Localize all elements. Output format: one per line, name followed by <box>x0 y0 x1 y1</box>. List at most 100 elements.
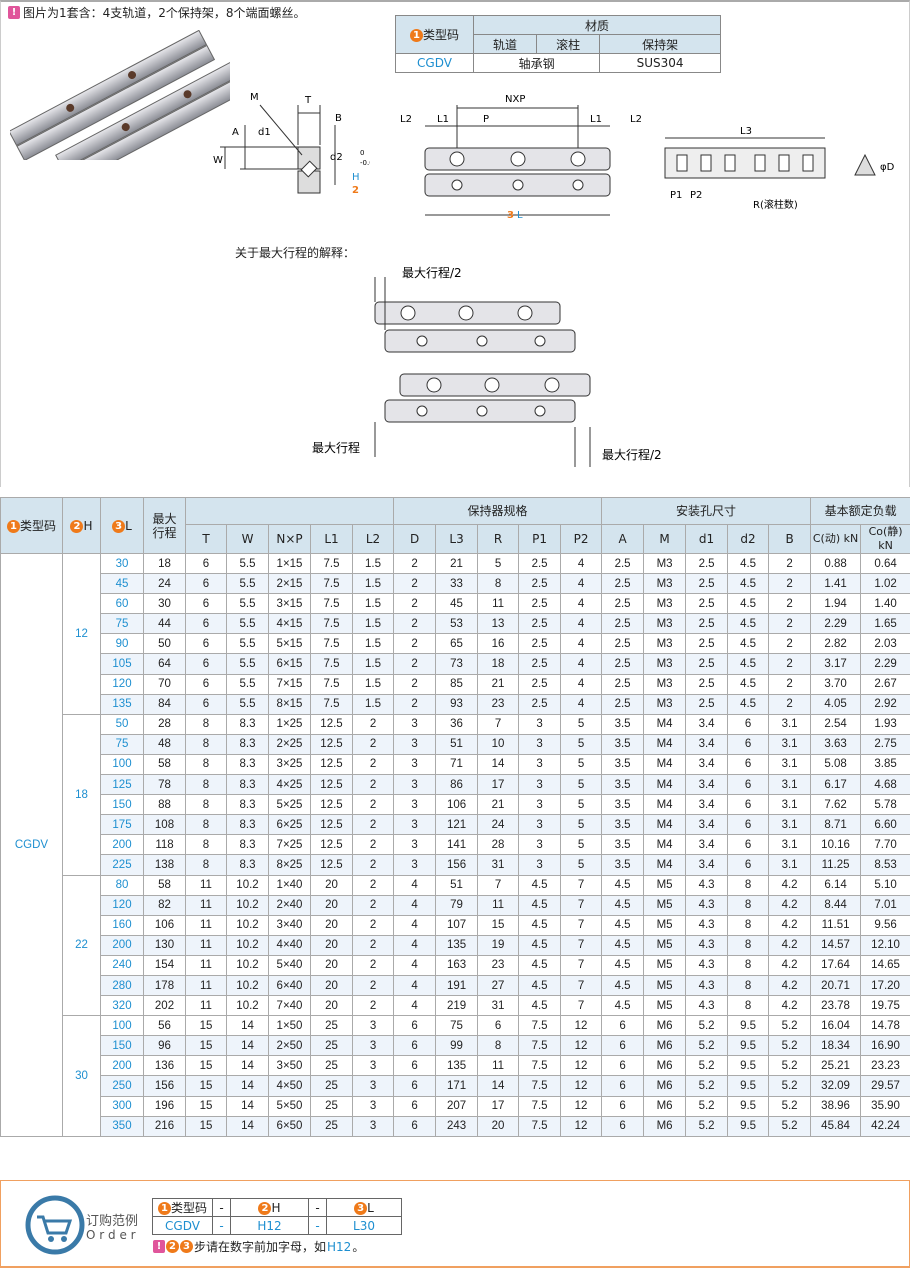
value-cell: 3 <box>518 854 562 876</box>
svg-text:L3: L3 <box>740 126 752 137</box>
value-cell: 8 <box>727 934 770 956</box>
value-cell: 5.2 <box>685 1115 729 1137</box>
value-cell: 2 <box>768 653 812 675</box>
value-cell: M3 <box>643 552 687 575</box>
value-cell: 4.5 <box>518 894 562 916</box>
value-cell: 3.4 <box>685 814 729 836</box>
value-cell: 4.2 <box>768 974 812 997</box>
value-cell: 7.5 <box>310 573 353 595</box>
value-cell: 5.5 <box>226 673 269 695</box>
value-cell: 3.85 <box>860 753 910 776</box>
value-cell: 2 <box>768 673 812 695</box>
value-cell: 3.4 <box>685 774 729 796</box>
value-cell: 2 <box>351 834 395 856</box>
value-cell: 5.2 <box>768 1035 812 1057</box>
value-cell: 3.1 <box>768 854 812 876</box>
value-cell: 5.2 <box>768 1095 812 1117</box>
value-cell: 16.04 <box>810 1015 862 1037</box>
value-cell: 6 <box>185 613 227 635</box>
column-header: P2 <box>560 524 603 554</box>
value-cell: 79 <box>435 894 479 916</box>
value-cell: 8.3 <box>226 774 269 796</box>
value-cell: 65 <box>435 633 479 655</box>
value-cell: 2 <box>768 613 812 635</box>
value-cell: 3.4 <box>685 733 729 755</box>
value-cell: 24 <box>477 814 520 836</box>
value-cell: 12.5 <box>310 854 353 876</box>
value-cell: 1×50 <box>268 1015 311 1037</box>
value-cell: M3 <box>643 653 687 675</box>
value-cell: 6 <box>727 713 770 735</box>
value-cell: 2.5 <box>601 633 645 655</box>
value-cell: 2.75 <box>860 733 910 755</box>
value-cell: 45 <box>435 593 479 615</box>
value-cell: 8.3 <box>226 794 269 816</box>
value-cell: 70 <box>143 673 186 695</box>
value-cell: 15 <box>477 914 520 936</box>
value-cell: 1.5 <box>351 673 395 695</box>
h-cell: 30 <box>62 1015 101 1137</box>
value-cell: 8.53 <box>860 854 910 876</box>
value-cell: M5 <box>643 914 687 936</box>
column-header: A <box>601 524 645 554</box>
value-cell: 4.2 <box>768 934 812 956</box>
value-cell: 1.93 <box>860 713 910 735</box>
value-cell: 1×40 <box>268 874 311 896</box>
value-cell: 5.2 <box>685 1055 729 1077</box>
value-cell: 3.1 <box>768 814 812 836</box>
exclamation-icon: ! <box>8 6 20 19</box>
shopping-cart-icon <box>25 1195 85 1255</box>
value-cell: 4 <box>393 874 437 896</box>
value-cell: 2 <box>393 593 437 615</box>
rail-top-view-diagram: NXP L2 L1 P L1 L2 3 L <box>400 94 642 221</box>
value-cell: 82 <box>143 894 186 916</box>
value-cell: 2 <box>351 974 395 997</box>
value-cell: 2.5 <box>685 552 729 575</box>
value-cell: 1.5 <box>351 593 395 615</box>
value-cell: 7.70 <box>860 834 910 856</box>
value-cell: 3 <box>518 713 562 735</box>
value-cell: 9.5 <box>727 1035 770 1057</box>
value-cell: 6 <box>393 1055 437 1077</box>
value-cell: 6 <box>393 1075 437 1097</box>
type-code-cell: CGDV <box>0 553 63 1137</box>
value-cell: 2.5 <box>518 673 562 695</box>
value-cell: 8 <box>727 954 770 976</box>
value-cell: M6 <box>643 1095 687 1117</box>
l-cell: 105 <box>100 653 144 675</box>
value-cell: 32.09 <box>810 1075 862 1097</box>
value-cell: 11 <box>185 974 227 997</box>
l-cell: 240 <box>100 954 144 976</box>
l-cell: 100 <box>100 753 144 776</box>
value-cell: 6 <box>393 1115 437 1137</box>
value-cell: 21 <box>435 552 479 575</box>
value-cell: 8 <box>185 733 227 755</box>
value-cell: 6 <box>185 673 227 695</box>
l-cell: 200 <box>100 834 144 856</box>
value-cell: M4 <box>643 834 687 856</box>
value-cell: 3.1 <box>768 753 812 776</box>
value-cell: 2.5 <box>601 673 645 695</box>
value-cell: M5 <box>643 874 687 896</box>
value-cell: 2.5 <box>601 653 645 675</box>
value-cell: 4.5 <box>601 934 645 956</box>
value-cell: 14 <box>477 1075 520 1097</box>
value-cell: 12.5 <box>310 753 353 776</box>
value-cell: 4.3 <box>685 954 729 976</box>
value-cell: M6 <box>643 1055 687 1077</box>
value-cell: 5 <box>560 794 603 816</box>
value-cell: 3.5 <box>601 753 645 776</box>
value-cell: 2×40 <box>268 894 311 916</box>
l-cell: 80 <box>100 874 144 896</box>
value-cell: 25 <box>310 1015 353 1037</box>
column-header: N×P <box>268 524 311 554</box>
